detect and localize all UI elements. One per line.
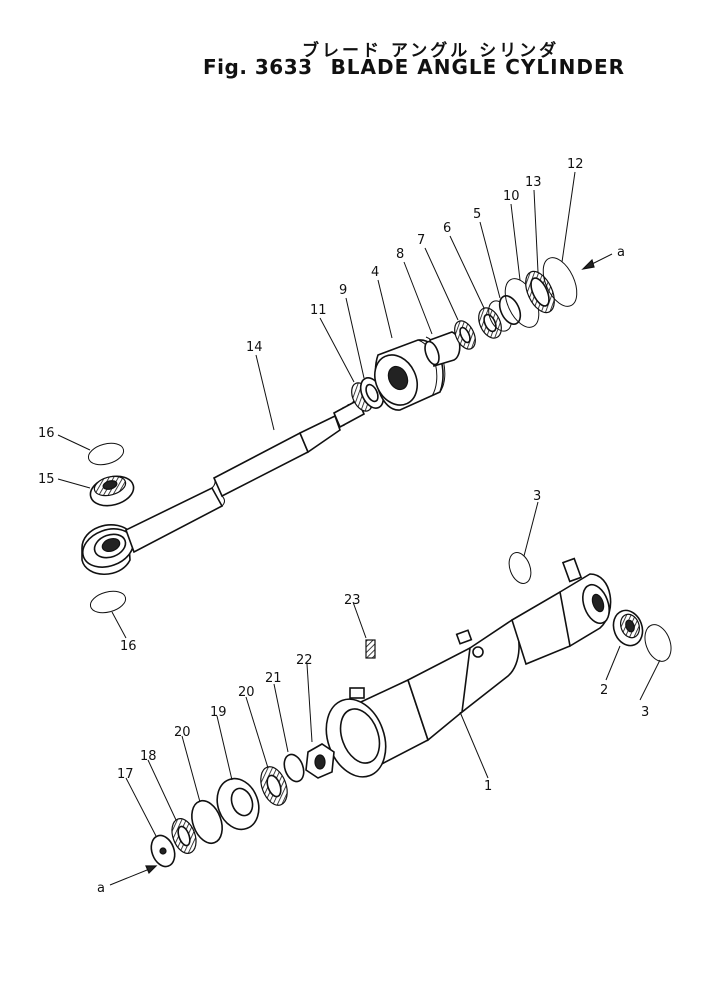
piston-nut bbox=[305, 743, 335, 779]
cylinder-tube bbox=[325, 557, 612, 778]
figure-name: BLADE ANGLE CYLINDER bbox=[330, 55, 626, 79]
callout-6: 6 bbox=[443, 221, 451, 236]
callout-16-bottom: 16 bbox=[120, 639, 137, 654]
callout-22: 22 bbox=[296, 653, 313, 668]
callout-11: 10 bbox=[503, 189, 520, 204]
reference-arrows: a a bbox=[97, 245, 625, 896]
callout-1: 1 bbox=[484, 779, 492, 794]
callout-3-upper: 3 bbox=[533, 489, 541, 504]
ref-mark-bottom: a bbox=[97, 881, 105, 896]
callout-20-upper: 20 bbox=[238, 685, 255, 700]
cylinder-assembly bbox=[150, 552, 672, 868]
callout-10: 11 bbox=[310, 303, 327, 318]
callout-23: 23 bbox=[344, 593, 361, 608]
piston-rings bbox=[454, 295, 522, 350]
title-japanese: ブレード アングル シリンダ bbox=[302, 41, 560, 61]
bushing bbox=[424, 331, 461, 368]
leader-lines bbox=[57, 171, 661, 837]
head-seals bbox=[150, 766, 288, 868]
callout-5: 5 bbox=[473, 207, 481, 222]
callout-20-lower: 18 bbox=[140, 749, 157, 764]
callout-17: 17 bbox=[117, 767, 134, 782]
cylinder-head-rings bbox=[504, 257, 578, 328]
callout-14: 14 bbox=[246, 340, 263, 355]
callout-18: 19 bbox=[210, 705, 227, 720]
washer bbox=[283, 753, 305, 783]
callout-21: 21 bbox=[265, 671, 282, 686]
ref-mark-top: a bbox=[617, 245, 625, 260]
callout-4: 4 bbox=[371, 265, 379, 280]
callout-16-top: 16 bbox=[38, 426, 55, 441]
callout-13: 13 bbox=[525, 175, 542, 190]
piston bbox=[374, 336, 446, 411]
rod-eye bbox=[81, 524, 134, 575]
rod-eye-bearing bbox=[87, 442, 135, 614]
callout-9: 9 bbox=[339, 283, 347, 298]
callout-15: 15 bbox=[38, 472, 55, 487]
piston-rod bbox=[125, 398, 366, 554]
grease-fitting bbox=[365, 639, 376, 659]
callout-7: 7 bbox=[417, 233, 425, 248]
callout-19: 20 bbox=[174, 725, 191, 740]
callout-3-lower: 3 bbox=[641, 705, 649, 720]
callout-2: 2 bbox=[600, 683, 608, 698]
callout-12: 12 bbox=[567, 157, 584, 172]
callout-8: 8 bbox=[396, 247, 404, 262]
rod-assembly bbox=[81, 257, 578, 614]
title-english: Fig. 3633 BLADE ANGLE CYLINDER bbox=[203, 55, 625, 79]
callout-labels: 12 13 10 5 6 7 8 4 9 11 14 16 15 16 3 3 … bbox=[38, 157, 649, 794]
rod-thread bbox=[332, 398, 366, 429]
clevis-bearing bbox=[508, 552, 672, 662]
figure-number: Fig. 3633 bbox=[203, 55, 313, 79]
